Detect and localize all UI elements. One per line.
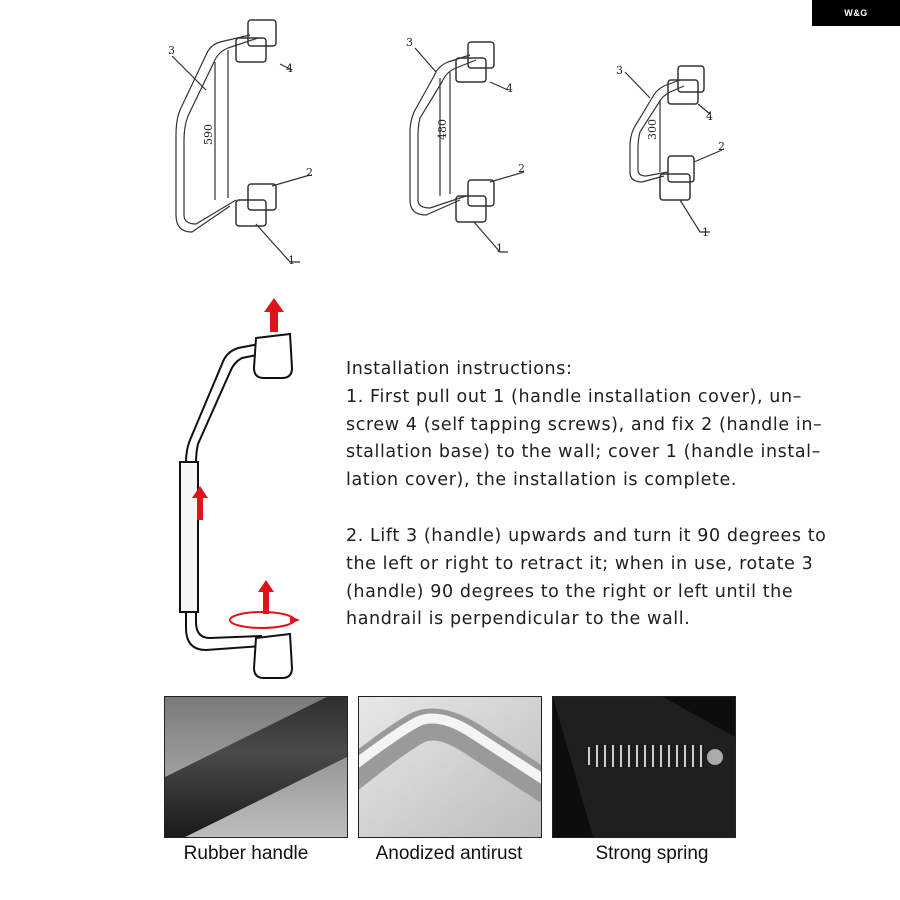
d2-label-3: 3 bbox=[406, 36, 413, 49]
d1-label-1: 1 bbox=[288, 254, 295, 267]
handle-usage-illustration bbox=[179, 298, 300, 679]
d3-label-2: 2 bbox=[718, 140, 725, 153]
logo-text: W&G bbox=[844, 8, 868, 18]
technical-drawings: 3 4 2 1 590 3 4 2 1 480 3 4 2 1 300 bbox=[168, 19, 725, 267]
d2-label-4: 4 bbox=[506, 82, 513, 95]
d2-label-1: 1 bbox=[496, 242, 503, 255]
step1-line-4: lation cover), the installation is compl… bbox=[346, 470, 737, 491]
step1-line-1: 1. First pull out 1 (handle installation… bbox=[346, 386, 803, 407]
step2-line-4: handrail is perpendicular to the wall. bbox=[346, 609, 691, 630]
d1-label-4: 4 bbox=[286, 62, 293, 75]
caption-anodized: Anodized antirust bbox=[375, 843, 523, 864]
brand-logo: W&G bbox=[812, 0, 900, 26]
step2-line-3: (handle) 90 degrees to the right or left… bbox=[346, 581, 794, 602]
d1-label-3: 3 bbox=[168, 44, 175, 57]
caption-rubber-handle: Rubber handle bbox=[183, 843, 309, 864]
diagram-590 bbox=[171, 19, 311, 263]
d3-label-3: 3 bbox=[616, 64, 623, 77]
rotate-arrow-icon bbox=[229, 611, 295, 629]
spring-photo bbox=[552, 696, 736, 838]
up-arrow-icon bbox=[264, 298, 284, 332]
d2-label-2: 2 bbox=[518, 162, 525, 175]
instructions-heading: Installation instructions: bbox=[346, 359, 573, 379]
step1-line-3: stallation base) to the wall; cover 1 (h… bbox=[346, 442, 821, 463]
diagram-300 bbox=[624, 65, 723, 233]
up-arrow-icon bbox=[192, 486, 208, 520]
diagram-480 bbox=[409, 41, 525, 253]
arrows bbox=[192, 298, 284, 614]
step2-line-1: 2. Lift 3 (handle) upwards and turn it 9… bbox=[346, 525, 827, 546]
d1-size-label: 590 bbox=[202, 124, 215, 145]
d2-size-label: 480 bbox=[436, 119, 449, 140]
step1-line-2: screw 4 (self tapping screws), and fix 2… bbox=[346, 414, 823, 435]
up-arrow-icon bbox=[258, 580, 274, 614]
d3-size-label: 300 bbox=[646, 119, 659, 140]
step2-line-2: the left or right to retract it; when in… bbox=[346, 553, 814, 574]
caption-spring: Strong spring bbox=[595, 843, 709, 864]
d3-label-1: 1 bbox=[702, 226, 709, 239]
d1-label-2: 2 bbox=[306, 166, 313, 179]
installation-instructions: Installation instructions: 1. First pull… bbox=[346, 356, 866, 634]
rubber-handle-photo bbox=[164, 696, 348, 838]
anodized-photo bbox=[358, 696, 542, 838]
d3-label-4: 4 bbox=[706, 110, 713, 123]
